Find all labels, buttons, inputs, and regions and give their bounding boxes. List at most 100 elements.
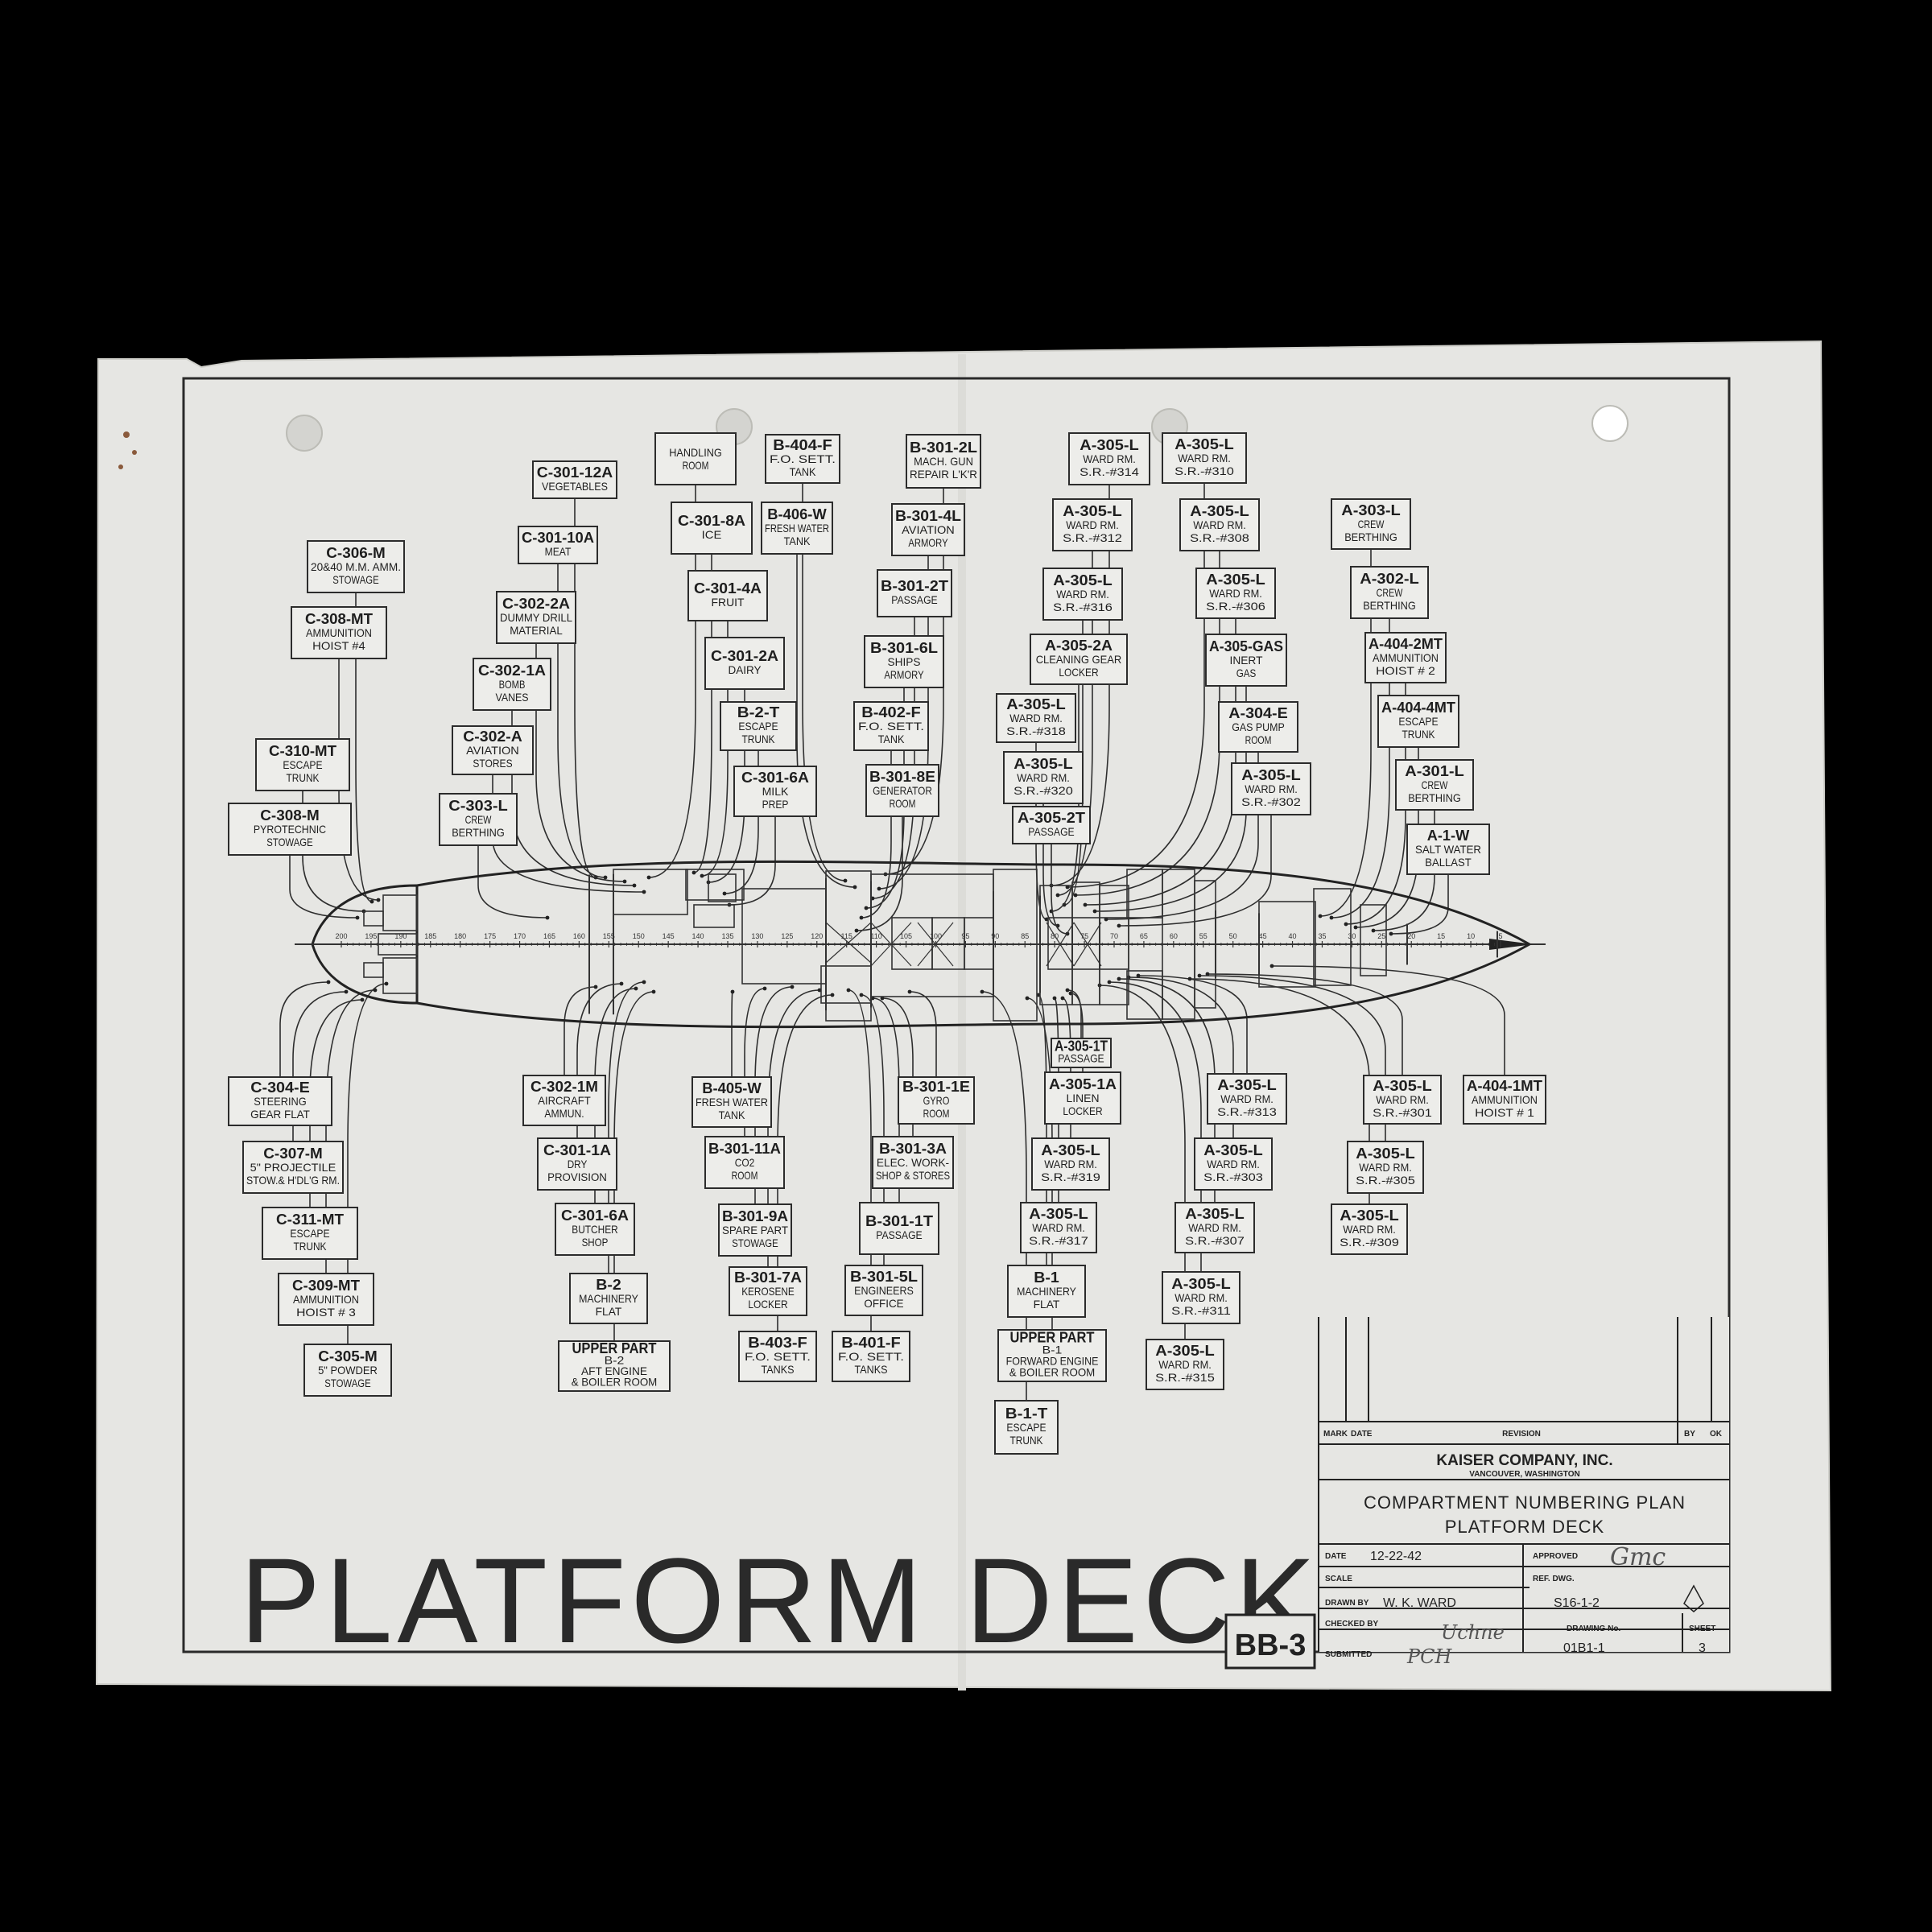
label-box xyxy=(1012,806,1091,844)
label-description: AVIATION xyxy=(902,523,955,536)
label-description: LOCKER xyxy=(748,1298,787,1311)
leader-line xyxy=(848,989,872,1331)
frame-number: 155 xyxy=(603,932,615,940)
compartment-label[interactable]: B-403-FF.O. SETT.TANKS xyxy=(738,1331,817,1382)
trunk-brace xyxy=(1073,922,1102,967)
compartment-label[interactable]: C-306-M20&40 M.M. AMM.STOWAGE xyxy=(307,540,405,593)
ref-dwg-value: S16-1-2 xyxy=(1554,1596,1600,1610)
leader-arrow xyxy=(326,980,331,985)
label-description: S.R.-#308 xyxy=(1190,531,1249,544)
leader-arrow xyxy=(1371,928,1376,933)
scale-label: SCALE xyxy=(1325,1575,1352,1583)
compartment-label[interactable]: B-404-FF.O. SETT.TANK xyxy=(765,434,840,484)
compartment-label[interactable]: B-401-FF.O. SETT.TANKS xyxy=(832,1331,910,1382)
leader-arrow xyxy=(1318,914,1323,919)
label-code: B-403-F xyxy=(748,1335,807,1351)
frame-number: 150 xyxy=(633,932,645,940)
label-description: ENGINEERS xyxy=(854,1284,914,1297)
frame-number: 185 xyxy=(424,932,436,940)
label-code: C-301-10A xyxy=(522,530,594,546)
leader-arrow xyxy=(369,899,374,904)
approved-signature: Gmc xyxy=(1610,1543,1666,1571)
leader-arrow xyxy=(859,915,864,920)
label-description: WARD RM. xyxy=(1245,782,1298,795)
compartment-label[interactable]: B-402-FF.O. SETT.TANK xyxy=(853,701,929,751)
